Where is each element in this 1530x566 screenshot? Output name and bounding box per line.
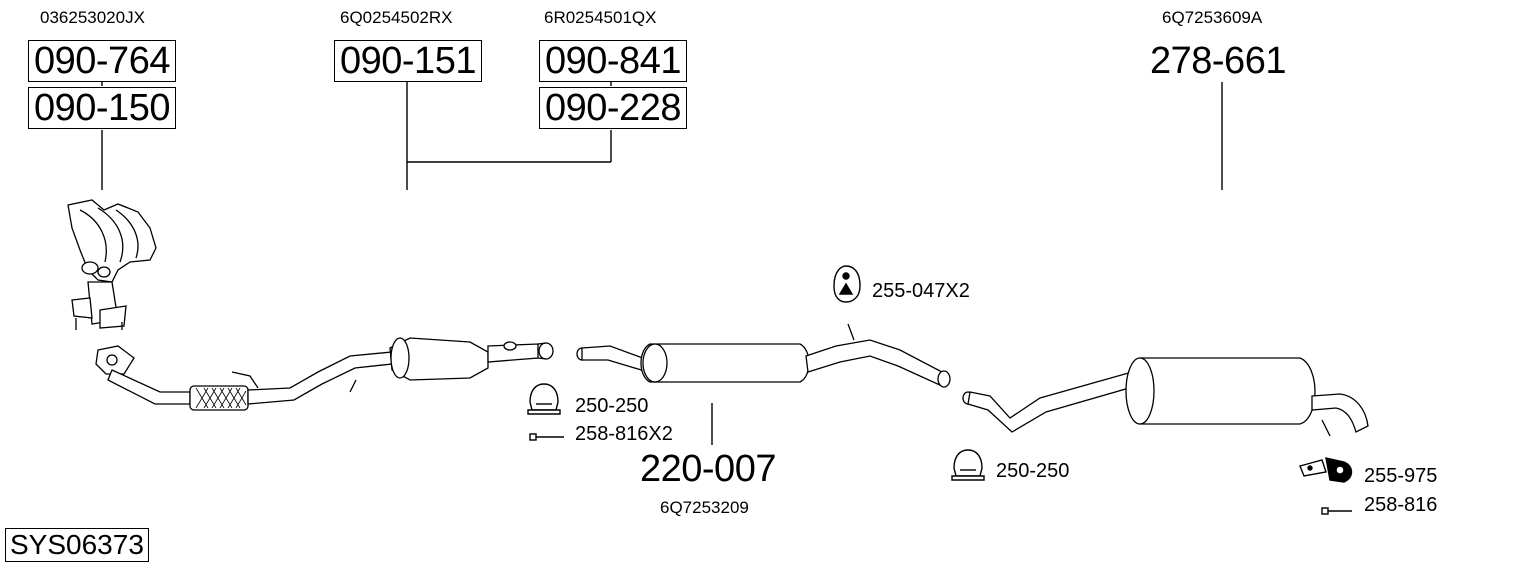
clamp-rear-icon xyxy=(951,449,985,481)
system-id-box: SYS06373 xyxy=(5,528,149,562)
catalyst-drawing xyxy=(389,337,554,381)
part-box-catalyst-main[interactable]: 090-841 xyxy=(539,40,687,82)
center-silencer-drawing xyxy=(576,323,951,388)
accessory-label-bolt-rear[interactable]: 258-816 xyxy=(1364,494,1438,516)
bolt-front-icon xyxy=(529,433,564,441)
part-box-manifold-main[interactable]: 090-764 xyxy=(28,40,176,82)
oem-center-silencer: 6Q7253209 xyxy=(660,498,749,517)
oem-rear-silencer: 6Q7253609A xyxy=(1162,8,1263,27)
part-center-silencer[interactable]: 220-007 xyxy=(640,448,776,490)
accessory-label-bolt-front[interactable]: 258-816X2 xyxy=(575,423,673,445)
accessory-label-rubber-mount-center[interactable]: 255-047X2 xyxy=(872,280,970,302)
part-box-front-pipe[interactable]: 090-151 xyxy=(334,40,482,82)
accessory-label-clamp-rear[interactable]: 250-250 xyxy=(996,460,1070,482)
rubber-mount-rear-icon xyxy=(1299,457,1353,483)
oem-manifold: 036253020JX xyxy=(40,8,145,27)
clamp-front-icon xyxy=(527,383,561,415)
accessory-label-rubber-mount-rear[interactable]: 255-975 xyxy=(1364,465,1438,487)
rubber-mount-center-icon xyxy=(833,265,861,303)
leader-lines xyxy=(101,82,1223,445)
bolt-rear-icon xyxy=(1321,507,1352,515)
part-box-manifold-secondary[interactable]: 090-150 xyxy=(28,87,176,129)
exhaust-manifold-drawing xyxy=(67,199,157,330)
rear-silencer-drawing xyxy=(962,357,1369,437)
front-pipe-drawing xyxy=(95,345,393,411)
part-box-catalyst-secondary[interactable]: 090-228 xyxy=(539,87,687,129)
accessory-label-clamp-front[interactable]: 250-250 xyxy=(575,395,649,417)
part-rear-silencer[interactable]: 278-661 xyxy=(1150,40,1286,82)
oem-front-pipe: 6Q0254502RX xyxy=(340,8,453,27)
oem-catalyst: 6R0254501QX xyxy=(544,8,657,27)
